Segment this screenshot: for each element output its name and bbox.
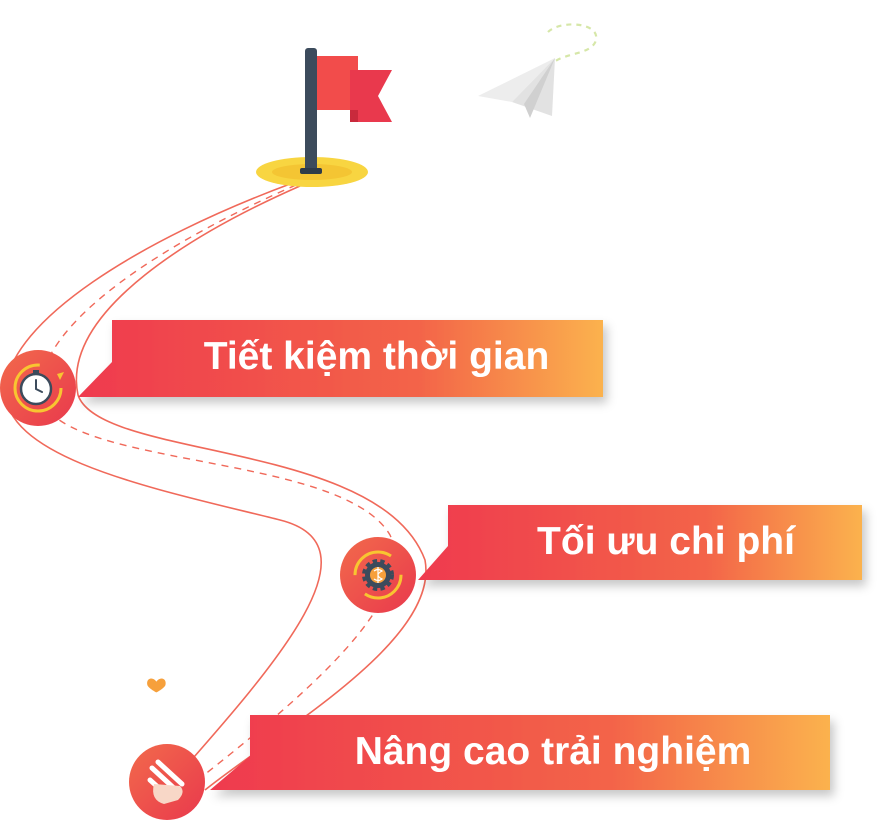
banner-3-shape: [210, 715, 830, 790]
milestone-label-text: Tiết kiệm thời gian: [203, 335, 550, 378]
banner-1-shape: [78, 320, 603, 397]
stopwatch-icon: [0, 350, 76, 426]
road-edge-inner: [75, 185, 427, 791]
banner-2-shape: [418, 505, 862, 580]
milestone-label-text: Tối ưu chi phí: [537, 520, 795, 563]
finish-flag-icon: [256, 48, 392, 187]
milestone-label-text: Nâng cao trải nghiệm: [354, 730, 752, 773]
hand-heart-icon: [129, 678, 205, 820]
gear-dollar-icon: [340, 537, 416, 613]
road-centerline: [39, 184, 396, 787]
milestone-label-cost: Tối ưu chi phí: [470, 505, 862, 579]
paper-plane-icon: [478, 23, 598, 118]
milestone-label-time: Tiết kiệm thời gian: [150, 320, 603, 394]
winding-road: [4, 183, 427, 791]
milestone-label-experience: Nâng cao trải nghiệm: [276, 715, 830, 789]
road-edge-outer: [4, 183, 323, 783]
